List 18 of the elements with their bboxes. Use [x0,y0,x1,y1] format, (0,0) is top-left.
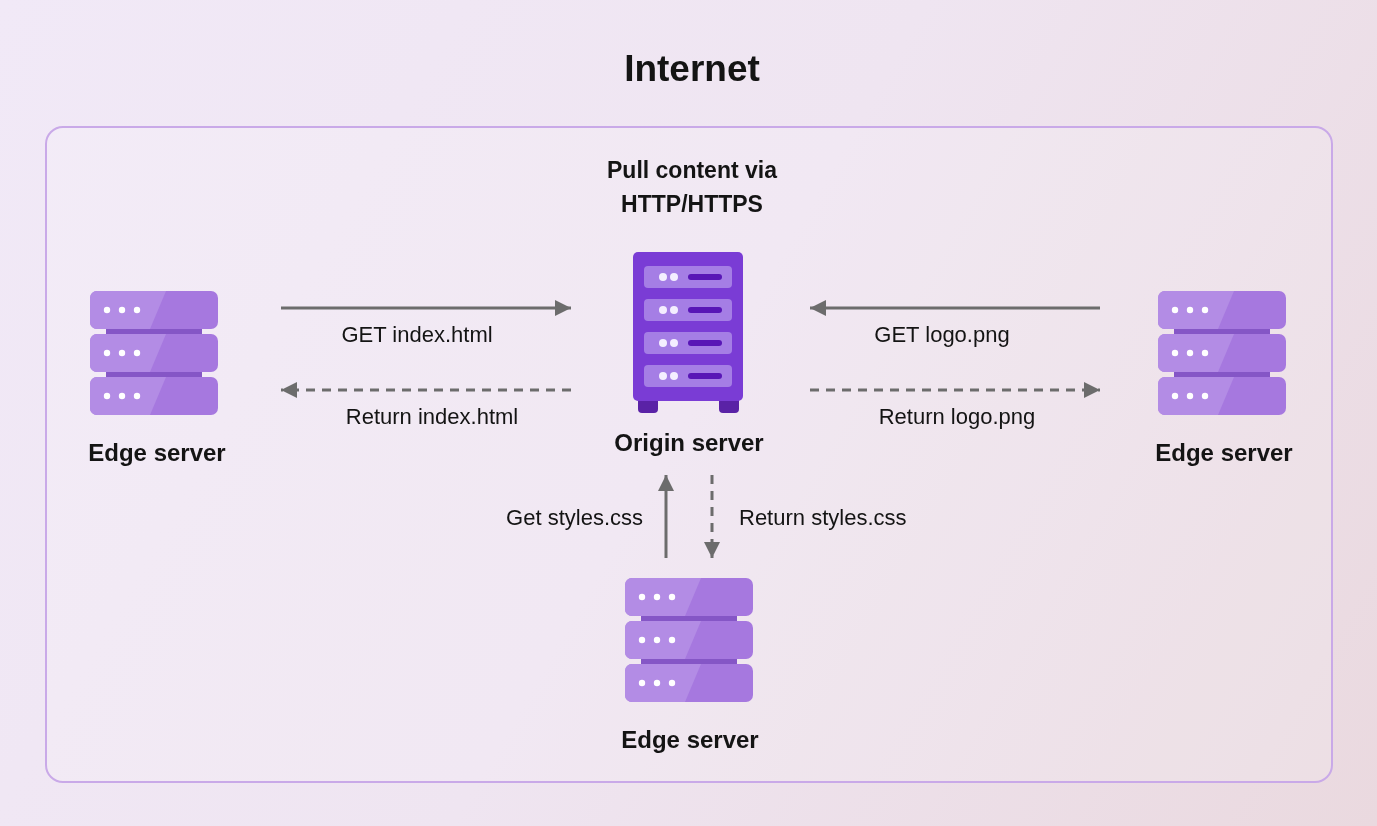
annotation-text: Pull content via HTTP/HTTPS [606,156,779,219]
edge-label: Return styles.css [739,505,907,531]
edge-label: Return logo.png [878,404,1036,430]
edge-label: Return index.html [345,404,519,430]
edge-label: GET index.html [341,322,493,348]
edge-label: GET logo.png [874,322,1010,348]
server-label: Edge server [621,725,759,755]
server-label: Edge server [88,438,226,468]
dashed-arrow [281,382,571,398]
server-label: Edge server [1155,438,1293,468]
group-heading: Internet [624,47,760,91]
arrow [658,475,674,558]
arrow [281,300,571,316]
arrow [810,300,1100,316]
edge-label: Get styles.css [506,505,643,531]
dashed-arrow [704,475,720,558]
dashed-arrow [810,382,1100,398]
server-label: Origin server [614,428,764,458]
